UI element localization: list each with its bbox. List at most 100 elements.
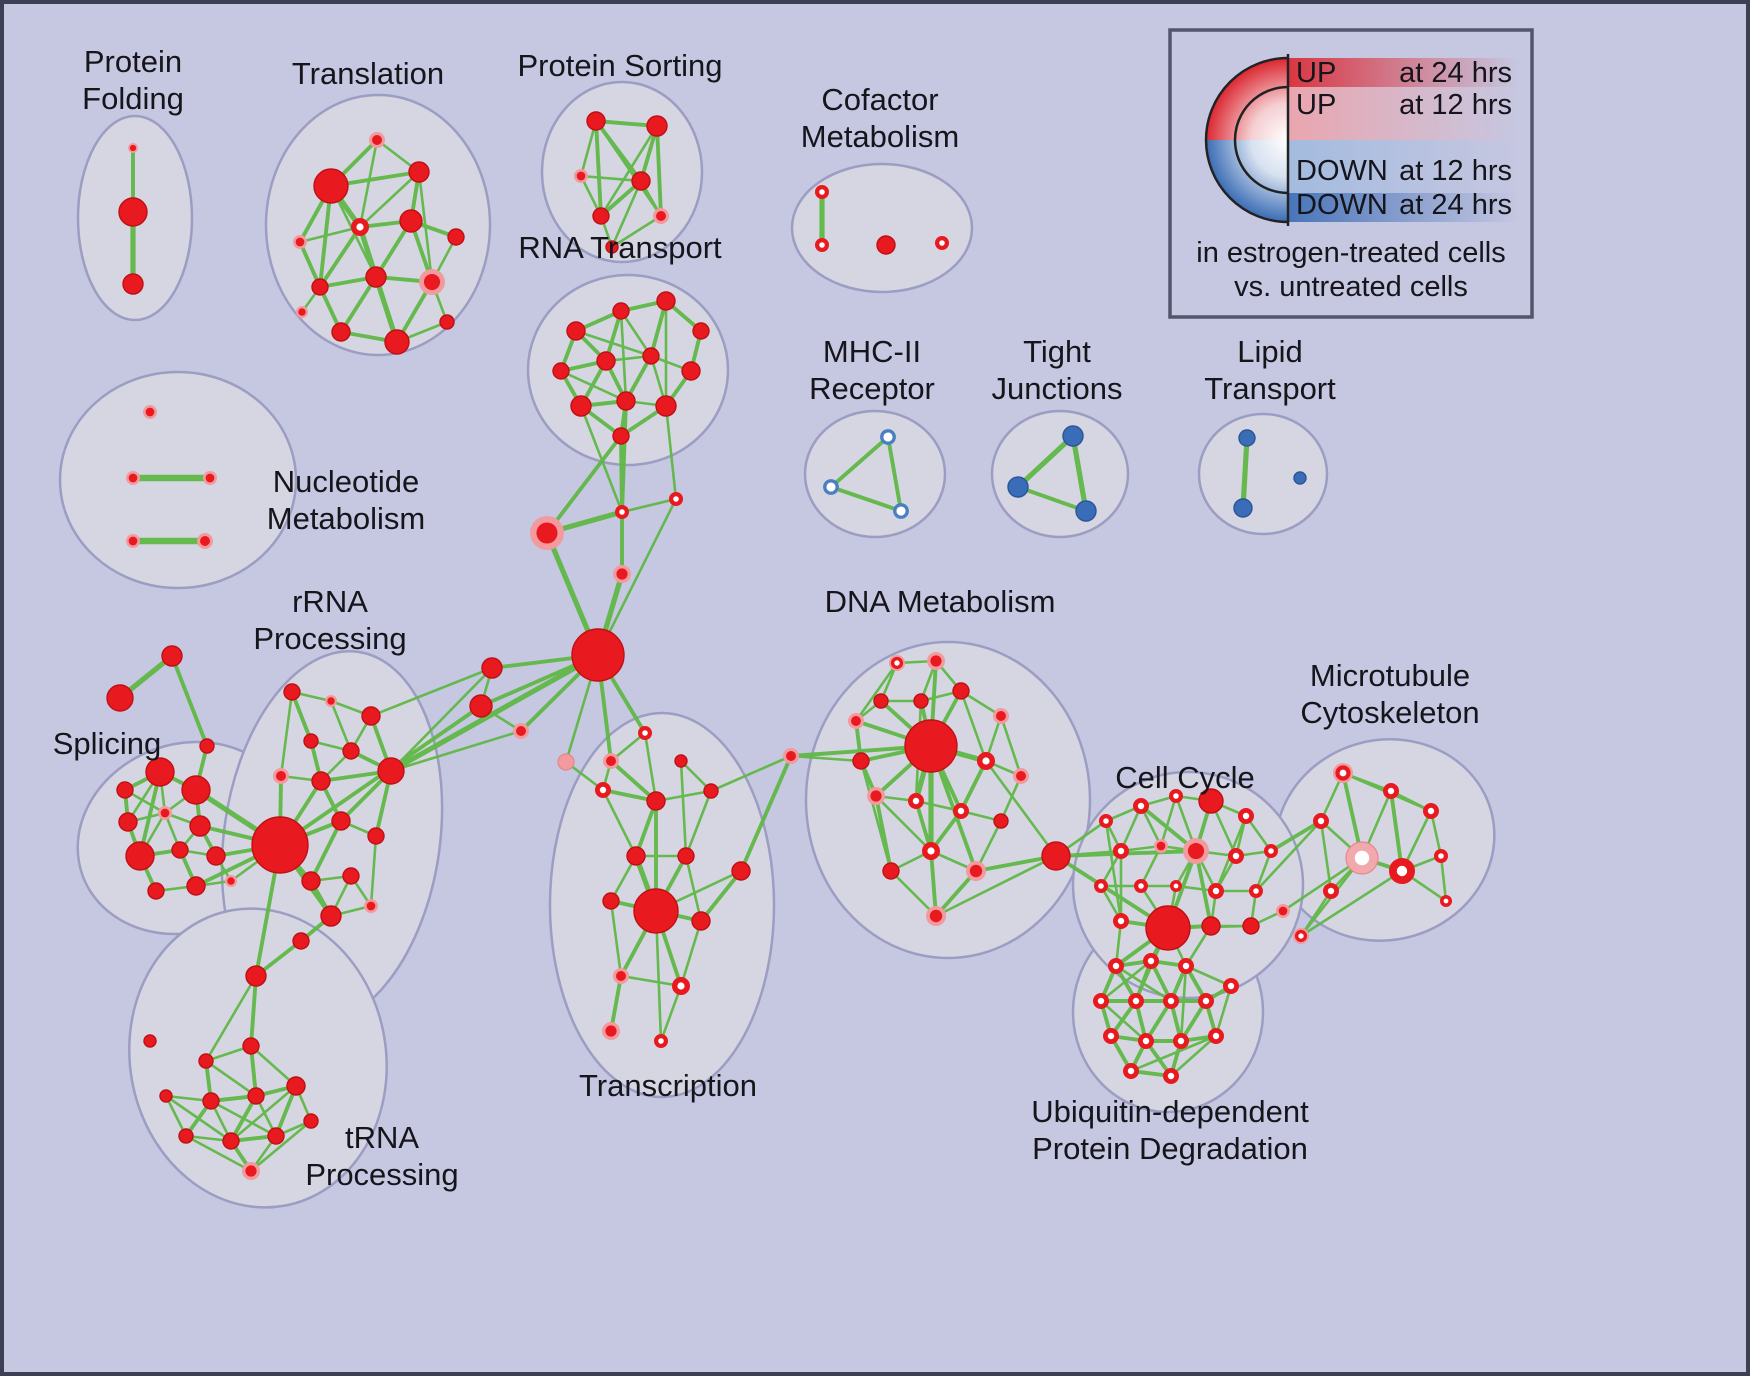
network-node xyxy=(206,846,226,866)
cluster-label-mhc-ii-receptor: MHC-II xyxy=(823,334,921,369)
network-node xyxy=(331,811,351,831)
network-node xyxy=(1128,993,1145,1010)
cluster-label-rrna-processing: rRNA xyxy=(292,584,368,619)
network-edge xyxy=(619,309,653,358)
legend-down-12-word: DOWN xyxy=(1296,155,1388,187)
network-node xyxy=(1198,788,1224,814)
network-edge xyxy=(249,1119,313,1173)
network-node xyxy=(731,861,751,881)
network-node xyxy=(365,266,387,288)
network-node xyxy=(922,842,941,861)
network-node xyxy=(602,892,620,910)
network-node xyxy=(116,781,134,799)
network-edge xyxy=(358,170,421,229)
network-edge xyxy=(369,834,378,908)
legend-band-down-12 xyxy=(1288,140,1518,193)
network-node xyxy=(186,876,206,896)
network-edge xyxy=(1016,485,1088,513)
network-node xyxy=(1263,843,1278,858)
network-node xyxy=(904,719,958,773)
network-node xyxy=(301,871,321,891)
legend: UP at 24 hrs UP at 12 hrs DOWN at 12 hrs… xyxy=(1168,28,1534,319)
network-edge xyxy=(874,794,893,873)
network-node xyxy=(637,725,652,740)
network-edge xyxy=(1319,819,1333,893)
network-edge xyxy=(609,974,623,1033)
cluster-tight-junctions xyxy=(990,409,1130,539)
cluster-label-transcription: Transcription xyxy=(579,1068,757,1103)
network-node xyxy=(631,171,651,191)
cluster-label-dna-metabolism: DNA Metabolism xyxy=(825,584,1056,619)
network-edge xyxy=(229,1084,298,1143)
network-node xyxy=(783,748,799,764)
network-node xyxy=(1113,913,1130,930)
network-node xyxy=(612,302,630,320)
cluster-label-tight-junctions: Junctions xyxy=(992,371,1123,406)
network-node xyxy=(603,753,619,769)
network-node xyxy=(408,161,430,183)
network-node xyxy=(977,752,996,771)
network-edge xyxy=(886,435,903,513)
network-node xyxy=(313,168,349,204)
legend-up-12-word: UP xyxy=(1296,89,1336,121)
network-edge xyxy=(609,899,623,978)
network-node xyxy=(222,1132,240,1150)
cluster-label-nucleotide-metabolism: Metabolism xyxy=(267,501,426,536)
network-edge xyxy=(1269,819,1323,853)
network-edge xyxy=(329,699,353,753)
network-edge xyxy=(999,714,1023,778)
cluster-label-protein-folding: Folding xyxy=(82,81,184,116)
network-node xyxy=(293,235,307,249)
network-node xyxy=(913,693,929,709)
network-node xyxy=(1133,798,1150,815)
network-node xyxy=(159,1089,173,1103)
network-edge xyxy=(1015,433,1076,490)
network-edge xyxy=(170,654,209,748)
legend-up-24-word: UP xyxy=(1296,57,1336,89)
network-node xyxy=(1103,1028,1120,1045)
network-edge xyxy=(1240,435,1250,511)
network-edge xyxy=(934,869,978,918)
network-node xyxy=(952,682,970,700)
network-edge xyxy=(1169,1034,1218,1078)
network-node xyxy=(823,479,839,495)
network-node xyxy=(342,742,360,760)
network-node xyxy=(1093,993,1110,1010)
network-node xyxy=(178,1128,194,1144)
cluster-label-lipid-transport: Lipid xyxy=(1237,334,1303,369)
network-node xyxy=(927,652,945,670)
network-node xyxy=(225,875,237,887)
network-edge xyxy=(1439,854,1448,903)
cluster-label-microtubule-cytoskeleton: Cytoskeleton xyxy=(1300,695,1479,730)
legend-dial-up-half xyxy=(1206,58,1288,140)
network-node xyxy=(966,861,986,881)
network-node xyxy=(993,708,1009,724)
network-node xyxy=(251,816,309,874)
network-edge xyxy=(619,309,628,403)
network-node xyxy=(1183,838,1209,864)
network-edge xyxy=(643,731,658,803)
network-node xyxy=(1242,917,1260,935)
network-edge xyxy=(601,788,638,858)
network-node xyxy=(128,143,138,153)
network-edge xyxy=(1159,794,1178,848)
network-node xyxy=(926,906,946,926)
network-node xyxy=(447,228,465,246)
network-node xyxy=(852,752,870,770)
network-node xyxy=(530,516,564,550)
cluster-label-splicing: Splicing xyxy=(53,726,162,761)
network-node xyxy=(1093,878,1108,893)
network-edge xyxy=(369,666,494,718)
network-edge xyxy=(1179,964,1188,1043)
network-node xyxy=(203,471,217,485)
network-node xyxy=(311,771,331,791)
cluster-label-ubiquitin-degradation: Ubiquitin-dependent xyxy=(1031,1094,1309,1129)
network-edge xyxy=(579,174,643,183)
network-edge xyxy=(339,275,378,334)
cluster-lipid-transport xyxy=(1197,412,1329,536)
network-edge xyxy=(684,854,703,923)
cluster-mhc-ii-receptor xyxy=(803,409,947,539)
network-edge xyxy=(889,869,938,918)
network-edge xyxy=(389,729,523,773)
